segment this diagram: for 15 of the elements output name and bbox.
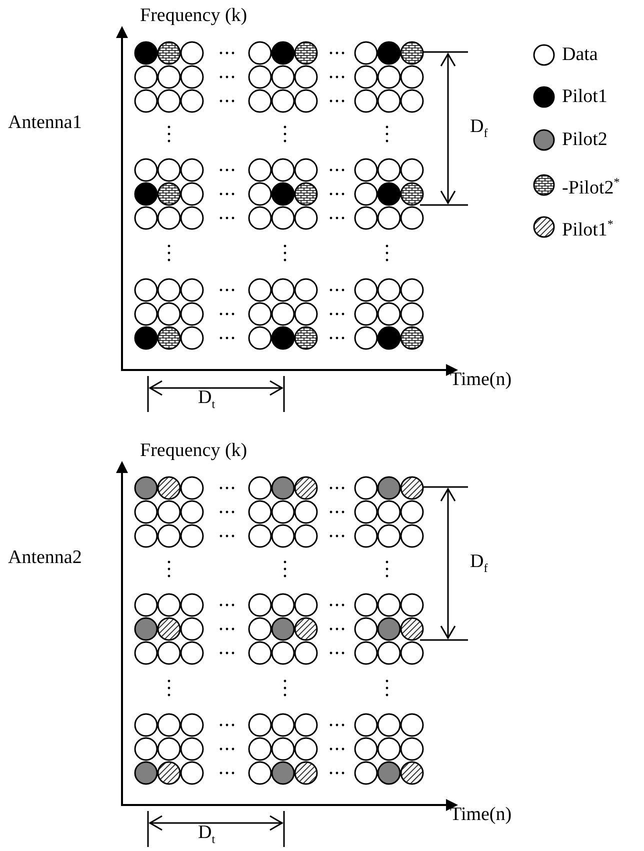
dimension-label: D$_{t}$ (198, 388, 216, 408)
dimension-label: D$_{t}$ (198, 823, 216, 843)
legend-label: Pilot1$^{*}$ (562, 216, 614, 242)
antenna-label: Antenna1 (8, 113, 82, 133)
legend-label: Data (562, 44, 598, 66)
legend-label: -Pilot2$^{*}$ (562, 174, 620, 200)
antenna-label: Antenna2 (8, 548, 82, 568)
dimension-label: D$_{f}$ (470, 117, 488, 137)
legend-label: Pilot2 (562, 129, 608, 151)
axis-label: Frequency (k) (140, 6, 248, 26)
dimension-label: D$_{f}$ (470, 552, 488, 572)
axis-label: Time(n) (450, 805, 512, 825)
legend-label: Pilot1 (562, 86, 608, 108)
axis-label: Frequency (k) (140, 441, 248, 461)
axis-label: Time(n) (450, 370, 512, 390)
